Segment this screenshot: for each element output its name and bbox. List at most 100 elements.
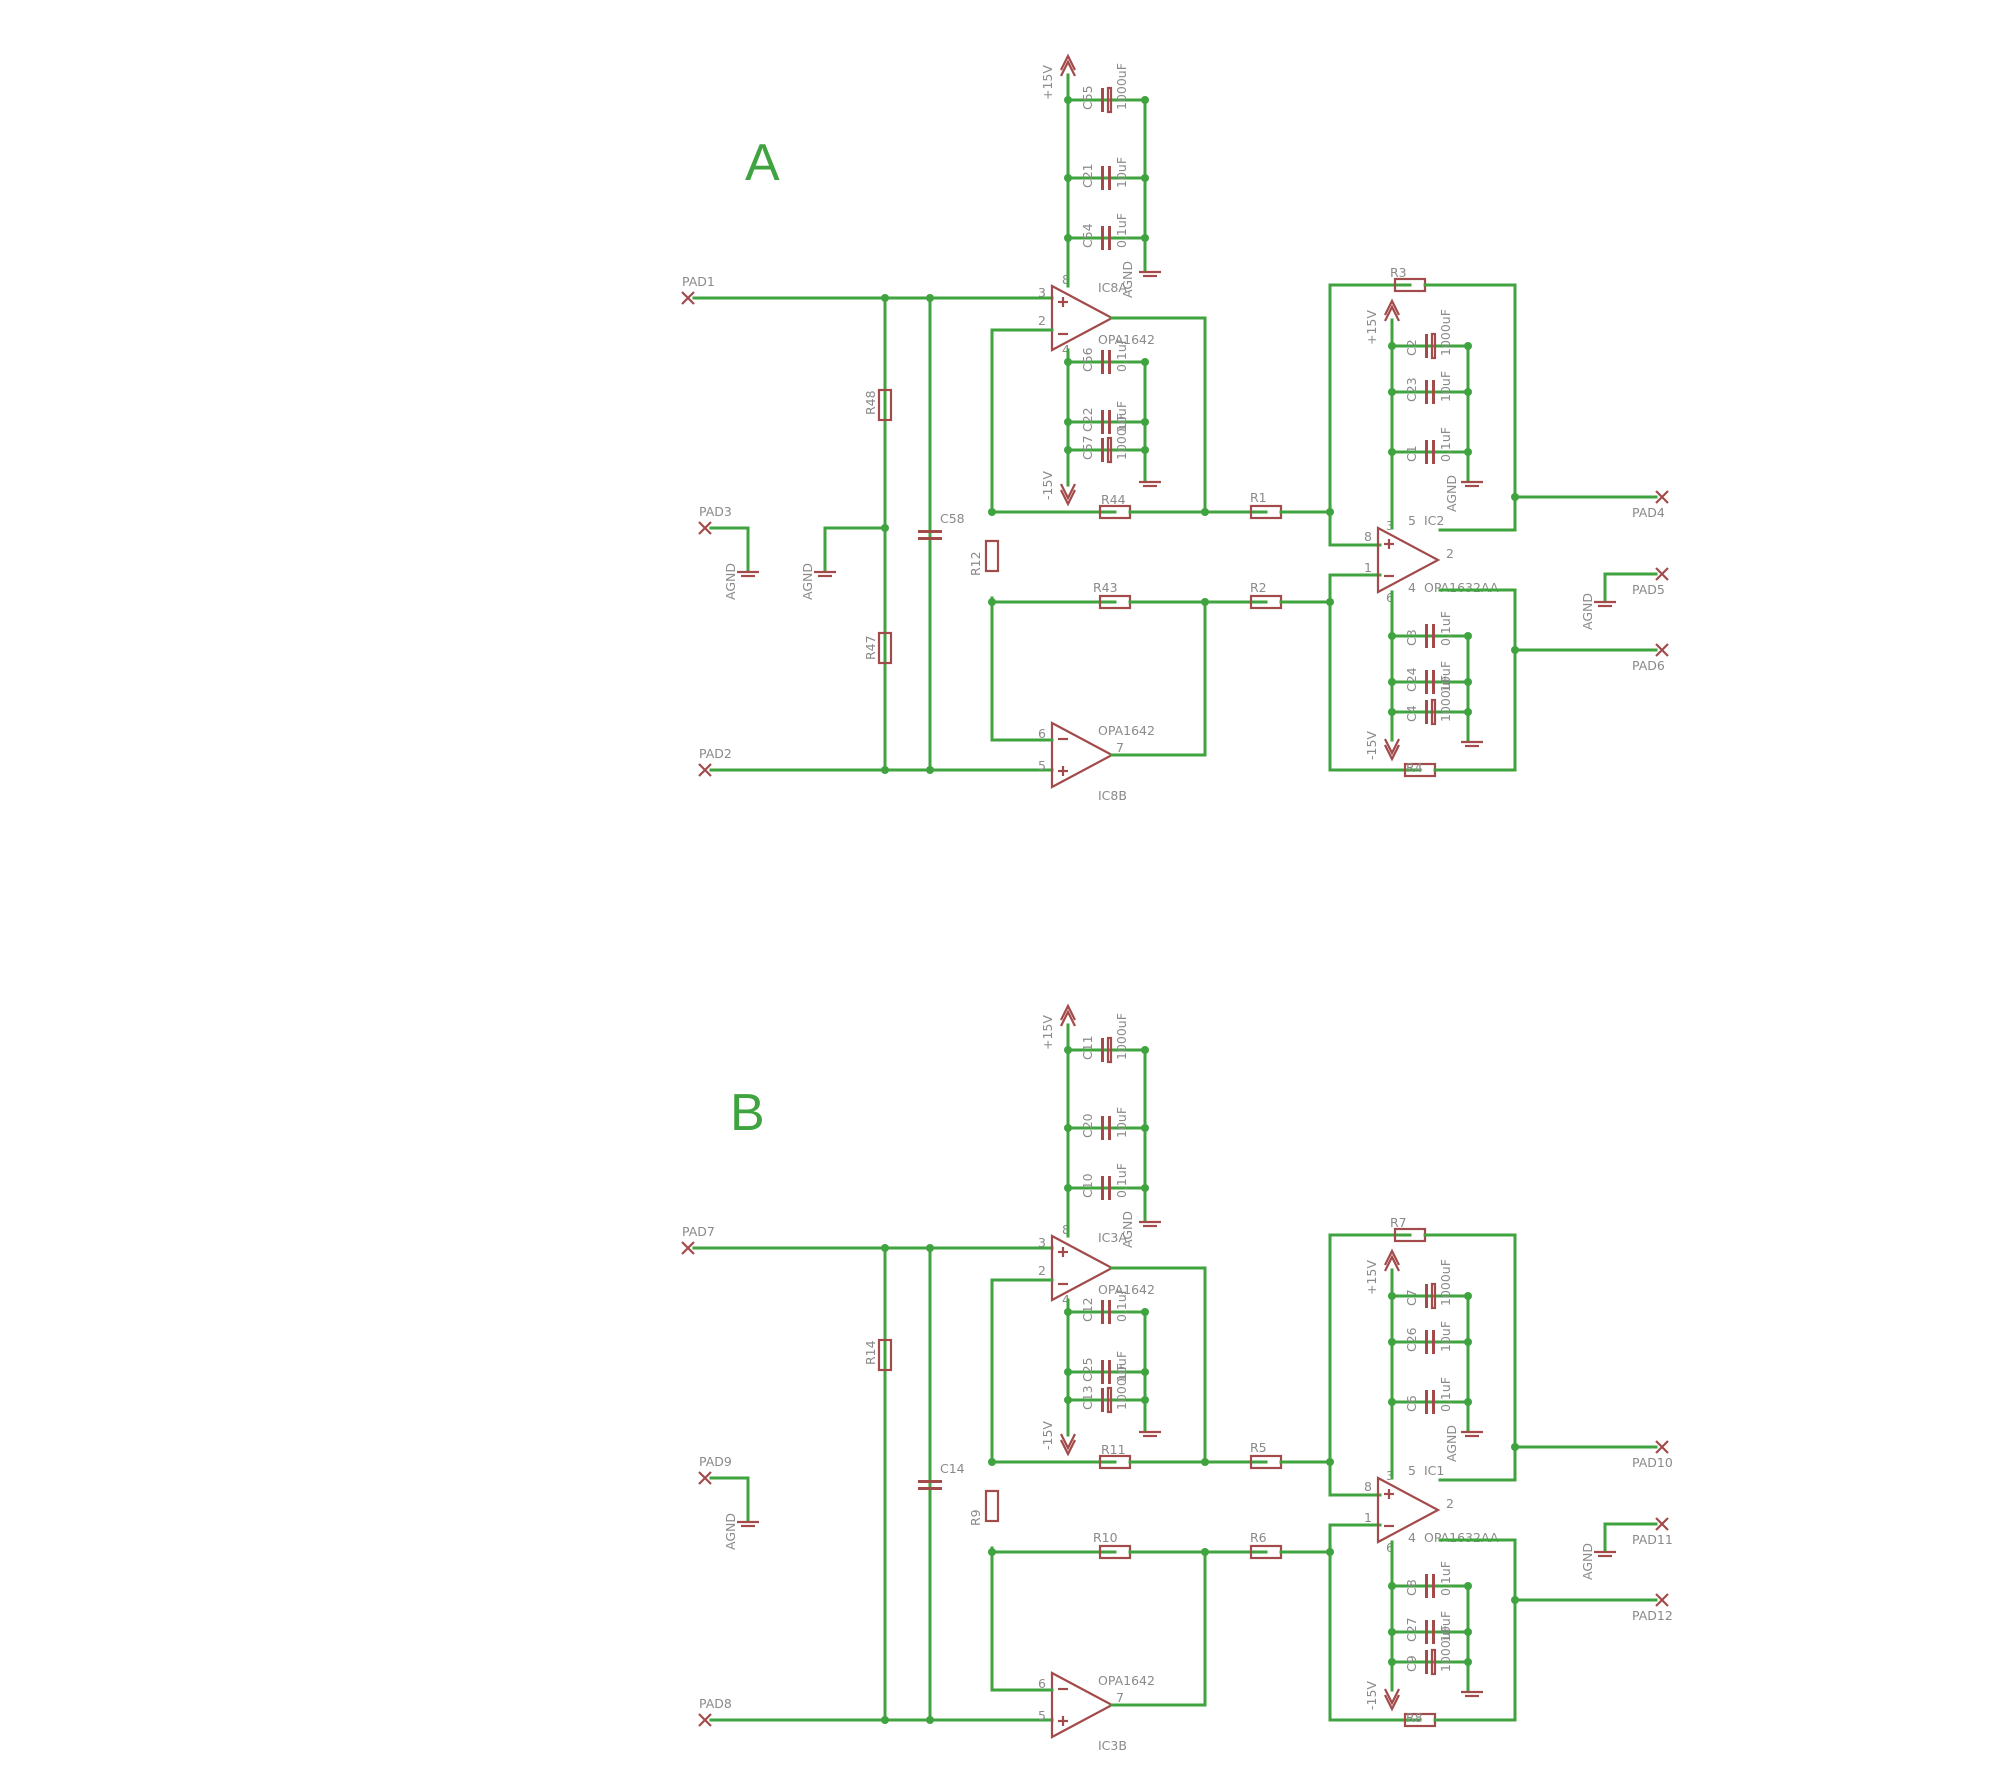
capacitor-plate — [1425, 624, 1428, 648]
supply-chevron — [1384, 1248, 1400, 1266]
capacitor-plate — [1101, 88, 1104, 112]
supply-chevron — [1060, 1433, 1076, 1451]
opamp — [1376, 1476, 1441, 1544]
capacitor-plate — [1425, 380, 1428, 404]
junction — [1388, 1658, 1396, 1666]
capacitor-plate — [1425, 1620, 1428, 1644]
capacitor-plate — [1101, 1388, 1104, 1412]
supply-label: -15V — [1040, 1421, 1055, 1450]
resistor: R14 — [863, 1338, 893, 1372]
capacitor-label: C3 — [1404, 629, 1419, 646]
wire — [1110, 316, 1207, 514]
capacitor-label: C1 — [1404, 445, 1419, 462]
pin-label: 2 — [1038, 1263, 1046, 1278]
capacitor-value: 0,1uF — [1114, 213, 1129, 248]
capacitor-label: C26 — [1404, 1327, 1419, 1352]
junction — [1388, 1628, 1396, 1636]
pin-label: 3 — [1038, 1235, 1046, 1250]
supply-arrow — [1060, 1433, 1076, 1457]
capacitor-label: C54 — [1080, 223, 1095, 248]
junction — [1064, 1396, 1072, 1404]
pad-cross — [1655, 567, 1669, 581]
pin-label: 5 — [1408, 513, 1416, 528]
capacitor-label: C24 — [1404, 667, 1419, 692]
capacitor-value: 10uF — [1114, 1107, 1129, 1138]
wire — [1328, 1460, 1382, 1497]
capacitor-plate — [1430, 698, 1437, 726]
capacitor-value: 0,1uF — [1114, 1163, 1129, 1198]
resistor-label: R47 — [863, 635, 878, 660]
pad: PAD4 — [1632, 490, 1669, 520]
pad: PAD6 — [1632, 643, 1669, 673]
pad-cross — [1655, 1593, 1669, 1607]
supply-arrow — [1384, 1248, 1400, 1272]
junction — [988, 1458, 996, 1466]
pad-label: PAD9 — [699, 1454, 732, 1469]
wire — [1433, 588, 1517, 772]
capacitor-plate — [1106, 86, 1113, 114]
resistor-label: R12 — [968, 551, 983, 576]
supply-chevron — [1384, 1694, 1400, 1712]
wire — [709, 1476, 750, 1522]
supply-chevron — [1384, 304, 1400, 322]
junction — [988, 598, 996, 606]
wire — [990, 328, 1054, 514]
resistor-body — [984, 539, 1000, 573]
capacitor-plate — [1106, 436, 1113, 464]
capacitor-value: 10uF — [1438, 1611, 1453, 1642]
resistor: R48 — [863, 388, 893, 422]
wire — [1433, 1538, 1517, 1722]
pad-label: PAD8 — [699, 1696, 732, 1711]
section-a: APAD1PAD2PAD3AGNDR48R47AGNDC583284IC8AOP… — [681, 53, 1669, 803]
wire — [1328, 573, 1422, 772]
ic-label: IC8B — [1098, 788, 1127, 803]
opamp-body — [1050, 284, 1115, 352]
wire — [1423, 283, 1517, 532]
agnd-label: AGND — [1120, 261, 1135, 298]
ground-symbol — [1594, 600, 1616, 608]
junction — [1388, 678, 1396, 686]
capacitor-plate — [1101, 1300, 1104, 1324]
capacitor-plate — [1101, 1360, 1104, 1384]
wire — [1110, 600, 1207, 757]
pad-cross — [1655, 1440, 1669, 1454]
resistor: R44 — [1098, 492, 1132, 520]
supply-chevron — [1060, 483, 1076, 501]
resistor-label: R48 — [863, 390, 878, 415]
supply-chevron — [1060, 53, 1076, 71]
capacitor-value: 0,1uF — [1438, 611, 1453, 646]
capacitor-value: 10uF — [1114, 401, 1129, 432]
wire — [709, 526, 750, 572]
capacitor-plate — [1425, 700, 1428, 724]
capacitor-value: 10uF — [1114, 1351, 1129, 1382]
capacitor-plate — [1425, 334, 1428, 358]
capacitor-plate — [1425, 1284, 1428, 1308]
resistor-body — [984, 1489, 1000, 1523]
ground-symbol — [1461, 1430, 1483, 1438]
pin-label: 4 — [1408, 580, 1416, 595]
capacitor-label: C6 — [1404, 1395, 1419, 1412]
resistor-label: R44 — [1101, 492, 1126, 507]
capacitor-plate — [1108, 1300, 1111, 1324]
capacitor-label: C8 — [1404, 1579, 1419, 1596]
opamp — [1376, 526, 1441, 594]
capacitor-value: 1000uF — [1438, 675, 1453, 722]
ground-symbol — [1139, 1430, 1161, 1438]
pin-label: 4 — [1062, 342, 1070, 357]
pad: PAD10 — [1632, 1440, 1673, 1470]
pin-label: 1 — [1364, 1510, 1372, 1525]
capacitor-plate — [1106, 1386, 1113, 1414]
ic-label: IC2 — [1424, 513, 1444, 528]
supply-label: -15V — [1364, 731, 1379, 760]
capacitor-plate — [1425, 1330, 1428, 1354]
pin-label: 3 — [1386, 518, 1394, 533]
resistor-label: R5 — [1250, 1440, 1267, 1455]
junction — [881, 524, 889, 532]
junction — [988, 508, 996, 516]
